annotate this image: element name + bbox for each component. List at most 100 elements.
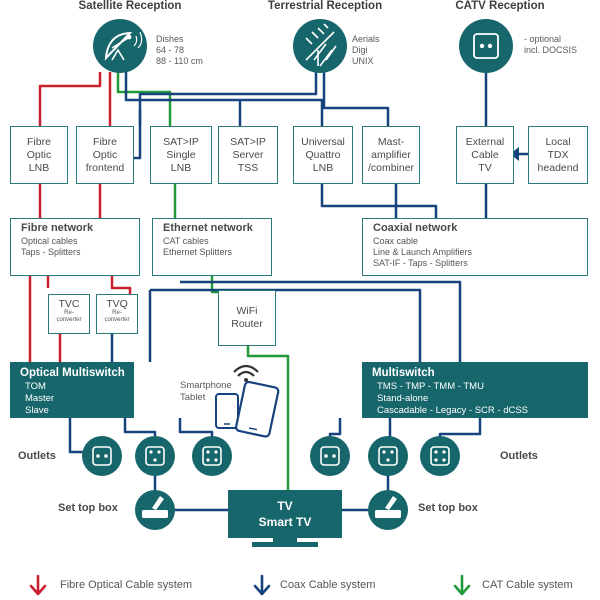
legend-cat: CAT Cable system [482,579,573,591]
box-line: Fibre [27,135,51,148]
coaxial-network-line: SAT-IF - Taps - Splitters [373,258,468,268]
legend-coax: Coax Cable system [280,579,376,591]
cat-wire-router-tv [246,346,290,490]
box-line: /combiner [367,161,415,174]
multiswitch-title: Multiswitch [372,367,435,379]
satellite-note: 88 - 110 cm [156,56,203,66]
coax-wire-oms-outlet2 [123,418,157,440]
coax-wire-coaxnet-ms-left [180,280,462,362]
coax-wire-oms-outlet3 [178,418,214,440]
box-line: External [465,135,505,148]
wifi-line: WiFi [236,305,258,317]
box-line: Single [166,148,196,161]
ethernet-network-line: Ethernet Splitters [163,247,233,257]
box-line: Optic [92,148,118,161]
legend-fibre: Fibre Optical Cable system [60,579,193,591]
tv-line: TV [277,499,293,513]
box-line: amplifier [371,148,411,161]
stb-label-left: Set top box [58,502,118,514]
coax-wire-coaxnet-ms-right [148,288,422,362]
coax-wire-dish-quattro [124,72,324,126]
box-line: Optic [26,148,52,161]
tvc-reconverter-box: TVC Re- converter [48,294,90,334]
fibre-wire-net-tvq [110,276,132,294]
box-line: Local [545,135,571,148]
tvc-sub: Re- [64,310,74,316]
ethernet-network-line: CAT cables [163,236,209,246]
fibre-network-title: Fibre network [21,222,94,234]
arrowhead-tdx [510,147,519,161]
coax-wire-quattro-coax [320,184,438,218]
tvq-sub: Re- [112,310,122,316]
outlets-label-right: Outlets [500,450,538,462]
optical-multiswitch-title: Optical Multiswitch [20,367,125,379]
box-line: TDX [547,148,569,161]
coax-wire-ms-outlet6 [438,418,482,440]
stb-label-right: Set top box [418,502,478,514]
terrestrial-note: UNIX [352,56,374,66]
fibre-wire-dish-fibre-lnb [38,72,102,126]
tvq-sub: converter [104,317,130,323]
fibre-network-line: Optical cables [21,236,78,246]
box-line: LNB [170,161,192,174]
box-line: Quattro [305,148,341,161]
catv-note: incl. DOCSIS [524,45,578,55]
devices-label: Smartphone Tablet [180,380,232,404]
tv-line: Smart TV [258,515,312,529]
terrestrial-title: Terrestrial Reception [267,0,383,12]
terrestrial-note: Aerials [352,34,380,44]
wifi-line: Router [231,318,263,330]
box-line: headend [537,161,579,174]
coaxial-network-title: Coaxial network [373,222,458,234]
box-line: Mast- [377,135,405,148]
fibre-network-line: Taps - Splitters [21,247,81,257]
satellite-note: Dishes [156,34,184,44]
tvq-reconverter-box: TVQ Re- converter [96,294,138,334]
optical-multiswitch-box: Optical Multiswitch TOM Master Slave [10,362,134,418]
catv-title: CATV Reception [455,0,545,12]
satellite-note: 64 - 78 [156,45,185,55]
tvc-title: TVC [58,298,80,310]
multiswitch-box: Multiswitch TMS - TMP - TMM - TMU Stand-… [362,362,588,418]
outlets-label-left: Outlets [18,450,56,462]
coax-wire-ms-outlet4 [328,418,342,440]
multiswitch-line: Cascadable - Legacy - SCR - dCSS [377,405,529,416]
box-line: SAT>IP [230,135,266,148]
optical-multiswitch-line: Slave [25,405,49,416]
satellite-title: Satellite Reception [78,0,182,12]
coax-wire-aerial-mast [322,72,390,126]
box-line: frontend [85,161,125,174]
coaxial-network-line: Coax cable [373,236,419,246]
coaxial-network-box: Coaxial network Coax cable Line & Launch… [362,218,588,276]
ethernet-network-box: Ethernet network CAT cables Ethernet Spl… [152,218,272,276]
satellite-notes: Dishes 64 - 78 88 - 110 cm [156,34,203,67]
cat-wire-dish-satip-single [116,72,172,126]
terrestrial-notes: Aerials Digi UNIX [352,34,380,67]
optical-multiswitch-line: Master [25,393,55,404]
box-line: Universal [301,135,345,148]
ethernet-network-title: Ethernet network [163,222,253,234]
optical-multiswitch-line: TOM [25,381,46,392]
coaxial-network-line: Line & Launch Amplifiers [373,247,473,257]
mast-amplifier-box: Mast-amplifier/combiner [362,126,420,184]
catv-note: - optional [524,34,562,44]
box-line: Server [232,148,264,161]
box-line: LNB [28,161,50,174]
tv-label: TV Smart TV [230,498,340,530]
box-line: Fibre [93,135,117,148]
terrestrial-note: Digi [352,45,368,55]
coax-wire-dish-satip-server [238,100,242,126]
box-line: LNB [312,161,334,174]
box-line: TV [478,161,492,174]
box-line: TSS [237,161,259,174]
coax-wire-oms-outlet1 [68,418,90,454]
multiswitch-line: TMS - TMP - TMM - TMU [377,381,484,392]
tvc-sub: converter [56,317,82,323]
